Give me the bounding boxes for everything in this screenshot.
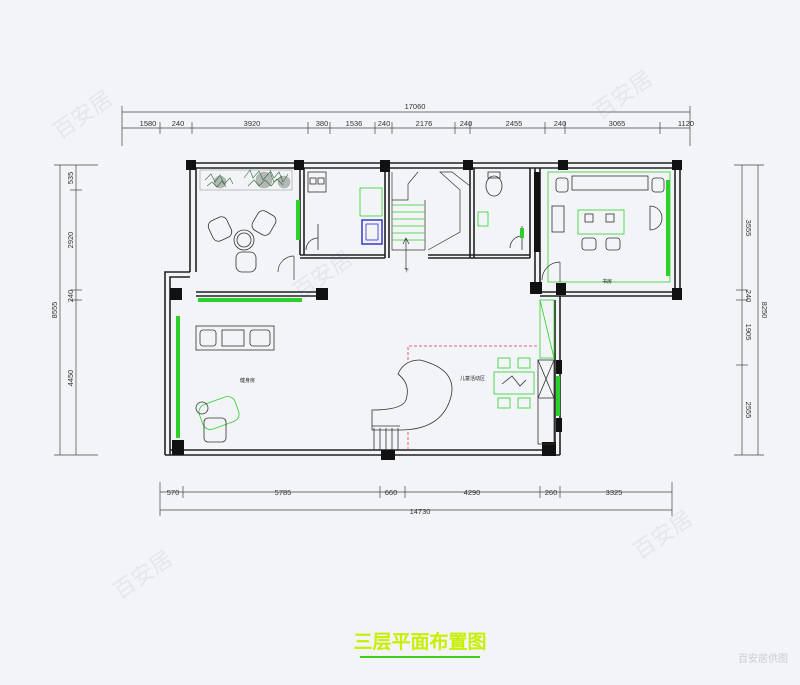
dim-top-seg: 240 <box>460 119 473 128</box>
dim-top-seg: 2455 <box>506 119 523 128</box>
svg-text:百安居: 百安居 <box>109 547 177 605</box>
gym-area <box>176 298 302 443</box>
dim-bottom-seg: 260 <box>545 488 558 497</box>
dim-left-seg: 4450 <box>66 370 75 387</box>
room-label-study: 书房 <box>602 278 612 285</box>
dim-left-overall: 8555 <box>50 302 59 319</box>
dim-right-overall: 8250 <box>760 302 769 319</box>
dim-top-seg: 240 <box>554 119 567 128</box>
stair-label: 下 <box>404 268 409 274</box>
dim-top-seg: 3065 <box>609 119 626 128</box>
terrace-plants <box>199 169 293 191</box>
dim-top-seg: 1580 <box>140 119 157 128</box>
background-watermarks: 百安居 百安居 百安居 百安居 百安居 <box>49 67 697 605</box>
dimension-right <box>734 164 764 456</box>
dim-top-seg: 380 <box>316 119 329 128</box>
dimension-left <box>54 164 98 456</box>
dim-top-seg: 1120 <box>678 119 694 128</box>
dim-right-seg: 240 <box>744 290 753 303</box>
columns <box>170 160 682 460</box>
dim-bottom-seg: 3325 <box>606 488 623 497</box>
dim-top-seg: 240 <box>378 119 391 128</box>
terrace-table-chairs <box>207 210 277 273</box>
dimension-top <box>121 106 691 146</box>
dim-right-seg: 1905 <box>744 324 753 341</box>
terrace-door <box>277 200 300 280</box>
study-furniture <box>547 171 671 283</box>
dim-left-seg: 240 <box>66 290 75 303</box>
dim-right-seg: 3555 <box>744 220 753 237</box>
dim-top-seg: 2176 <box>416 119 433 128</box>
study-door <box>541 261 561 282</box>
toilet-room <box>477 171 524 250</box>
dim-bottom-overall: 14730 <box>410 507 431 516</box>
dim-bottom-seg: 660 <box>385 488 398 497</box>
svg-text:百安居: 百安居 <box>629 507 697 565</box>
dim-bottom-seg: 570 <box>167 488 180 497</box>
dim-bottom-seg: 4290 <box>464 488 481 497</box>
dim-right-seg: 2555 <box>744 402 753 419</box>
room-label-gym: 健身房 <box>240 377 255 384</box>
bathroom <box>305 171 383 251</box>
svg-text:百安居: 百安居 <box>49 87 117 145</box>
dim-top-seg: 240 <box>172 119 185 128</box>
dim-top-seg: 1536 <box>346 119 363 128</box>
children-area <box>371 299 560 450</box>
corner-watermark: 百安居供图 <box>738 654 788 665</box>
drawing-title: 三层平面布置图 <box>340 628 500 662</box>
title-underline <box>360 656 480 658</box>
dim-top-overall: 17060 <box>405 102 426 111</box>
room-label-children: 儿童活动区 <box>460 375 485 382</box>
dimension-bottom <box>159 482 673 516</box>
dim-bottom-seg: 5785 <box>275 488 292 497</box>
dim-top-seg: 3920 <box>244 119 261 128</box>
svg-text:百安居: 百安居 <box>589 67 657 125</box>
drawing-title-text: 三层平面布置图 <box>353 631 487 653</box>
dim-left-seg: 535 <box>66 172 75 185</box>
dim-left-seg: 2920 <box>66 232 75 249</box>
staircase <box>391 171 471 270</box>
